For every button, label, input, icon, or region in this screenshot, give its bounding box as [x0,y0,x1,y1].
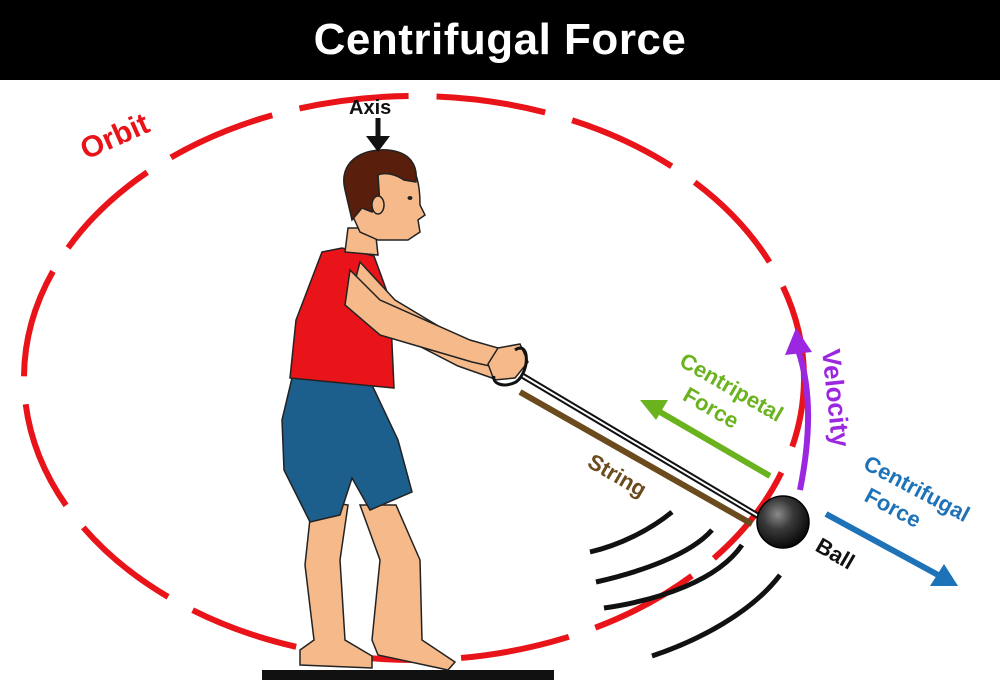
hammer-handle [492,346,528,387]
title-bar: Centrifugal Force [0,0,1000,80]
page-title: Centrifugal Force [313,15,687,64]
motion-lines [589,510,782,659]
string-line [518,389,754,527]
centrifugal-arrow [824,511,942,579]
ground-base [262,670,554,680]
velocity-label: Velocity [816,347,856,448]
ball [756,495,810,549]
centripetal-arrow [658,409,772,479]
orbit-label: Orbit [75,107,154,166]
athlete-figure [281,149,529,671]
axis-label: Axis [349,97,391,119]
velocity-arrow [795,349,811,491]
ball-label: Ball [812,533,859,575]
string-label: String [584,449,652,502]
